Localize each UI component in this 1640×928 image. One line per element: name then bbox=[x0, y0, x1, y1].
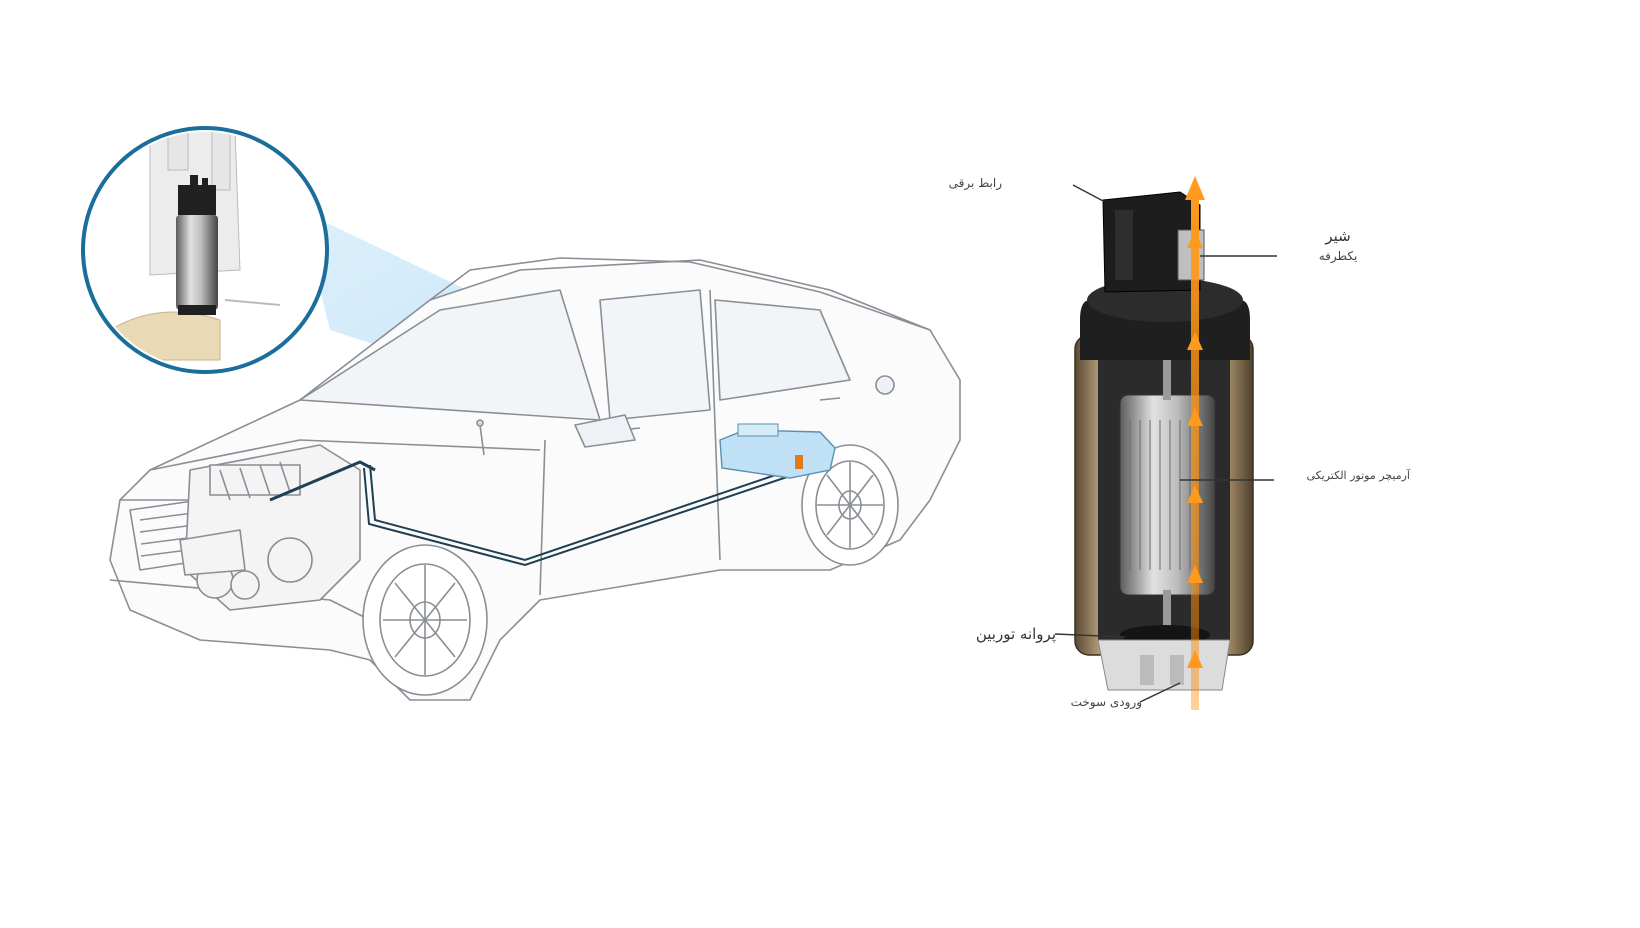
fuel-tank bbox=[719, 423, 836, 479]
magnified-pump-inset bbox=[81, 126, 329, 374]
engine bbox=[179, 444, 361, 611]
label-fuel-inlet: ورودی سوخت bbox=[1070, 695, 1142, 709]
label-turbine-impeller: پروانه توربین bbox=[975, 625, 1056, 643]
front-wheel bbox=[362, 544, 488, 696]
label-motor-armature: آرمیچر موتور الکتریکی bbox=[1306, 469, 1410, 482]
fuel-pump-cutaway bbox=[1074, 191, 1254, 691]
label-check-valve: شیر bbox=[1325, 227, 1351, 245]
fuel-lines bbox=[363, 464, 791, 567]
fuel-flow-arrows bbox=[1185, 176, 1205, 710]
leader-lines bbox=[1054, 184, 1277, 703]
rear-wheel bbox=[801, 444, 899, 566]
label-check-valve-sub: یکطرفه bbox=[1318, 249, 1358, 263]
car-illustration bbox=[109, 257, 961, 701]
label-electrical-connector: رابط برقی bbox=[948, 176, 1002, 190]
